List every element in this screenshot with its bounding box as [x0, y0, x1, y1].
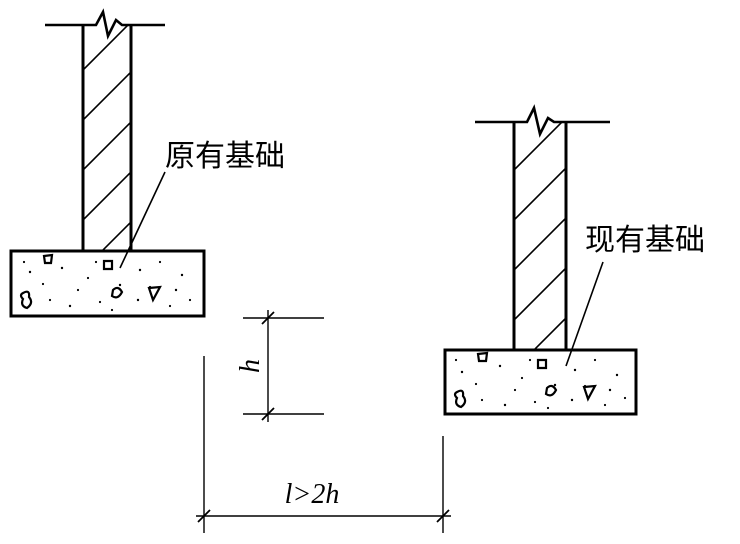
- spacing-dim-tick-right: [436, 509, 450, 523]
- right-column-break-line: [475, 104, 610, 138]
- original-foundation-label: 原有基础: [165, 139, 285, 174]
- height-dim-label: h: [235, 359, 266, 373]
- height-dim-tick-bottom: [261, 407, 275, 421]
- original-foundation-group: 原有基础: [9, 8, 285, 318]
- right-footing-stones: [453, 351, 597, 409]
- spacing-dim-label: l>2h: [285, 479, 340, 510]
- existing-foundation-leader-line: [565, 261, 604, 367]
- existing-foundation-group: 现有基础: [443, 104, 705, 416]
- left-column-hatch: [83, 25, 131, 251]
- left-footing-aggregate: [22, 260, 192, 312]
- height-dimension: h: [235, 310, 324, 422]
- spacing-dim-tick-left: [197, 509, 211, 523]
- left-footing-stones: [19, 253, 162, 310]
- left-column-break-line: [45, 8, 165, 40]
- right-column-hatch: [514, 122, 566, 350]
- original-foundation-leader-line: [119, 171, 166, 269]
- existing-foundation-label: 现有基础: [585, 223, 705, 258]
- spacing-dimension: l>2h: [196, 356, 451, 533]
- height-dim-tick-top: [261, 311, 275, 325]
